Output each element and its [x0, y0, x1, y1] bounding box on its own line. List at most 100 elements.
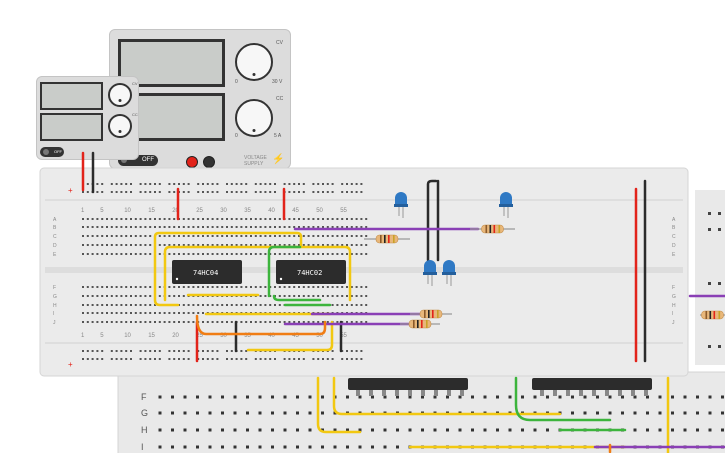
row-label: C — [672, 234, 676, 240]
board2-row-f: F — [141, 392, 147, 402]
voltage-knob-min: 0 — [235, 79, 238, 85]
chip-lower-left[interactable] — [348, 378, 468, 396]
current-knob-label: CC — [276, 96, 284, 102]
column-label-top: 45 — [292, 208, 299, 214]
led-blue-2[interactable] — [499, 192, 513, 218]
row-label: A — [53, 217, 57, 223]
row-label: A — [672, 217, 676, 223]
row-label: H — [53, 303, 57, 309]
current-display — [40, 113, 103, 141]
row-label: E — [53, 252, 57, 258]
current-knob-label: CC — [132, 112, 138, 117]
column-label-bottom: 40 — [268, 333, 275, 339]
right-breadboard — [695, 190, 725, 365]
voltage-knob-label: CV — [132, 81, 138, 86]
led-blue-3[interactable] — [423, 260, 437, 286]
row-label: B — [672, 225, 676, 231]
chip-74hc04[interactable]: 74HC04 — [172, 260, 242, 284]
resistor-5[interactable] — [701, 310, 724, 320]
column-label-bottom: 55 — [340, 333, 347, 339]
column-label-top: 25 — [196, 208, 203, 214]
leds[interactable] — [394, 192, 513, 286]
wire-yellow-b2-2[interactable] — [332, 376, 562, 416]
column-label-bottom: 1 — [81, 333, 85, 339]
wire-yellow-b2-1[interactable] — [316, 376, 362, 434]
column-label-top: 55 — [340, 208, 347, 214]
rail-plus-label-bottom: + — [68, 360, 73, 369]
power-switch[interactable]: OFF — [40, 147, 64, 157]
board2-row-h: H — [141, 425, 148, 435]
column-label-bottom: 50 — [316, 333, 323, 339]
resistor-3[interactable] — [408, 319, 432, 329]
row-label: G — [672, 294, 676, 300]
chip-74hc02[interactable]: 74HC02 — [276, 260, 346, 284]
row-label: I — [672, 311, 673, 317]
current-knob[interactable] — [235, 99, 273, 137]
column-label-bottom: 45 — [292, 333, 299, 339]
column-label-bottom: 30 — [220, 333, 227, 339]
column-label-top: 50 — [316, 208, 323, 214]
column-label-bottom: 10 — [124, 333, 131, 339]
rail-plus-label: + — [68, 186, 73, 195]
chip-lower-right[interactable] — [532, 378, 652, 396]
board2-row-i: I — [141, 442, 144, 452]
row-label: D — [672, 243, 676, 249]
column-label-bottom: 20 — [172, 333, 179, 339]
wire-yellow-outer[interactable] — [153, 231, 303, 307]
voltage-knob[interactable] — [235, 43, 273, 81]
voltage-knob-max: 30 V — [272, 79, 283, 85]
board2-row-g: G — [141, 408, 148, 418]
led-blue-4[interactable] — [442, 260, 456, 286]
power-supply-back[interactable]: CV CC OFF — [36, 76, 139, 160]
column-label-top: 15 — [148, 208, 155, 214]
power-switch[interactable]: OFF — [118, 155, 158, 166]
column-label-top: 1 — [81, 208, 85, 214]
row-label: D — [53, 243, 57, 249]
voltage-knob-label: CV — [276, 40, 283, 46]
column-label-top: 20 — [172, 208, 179, 214]
row-label: B — [53, 225, 57, 231]
column-label-top: 30 — [220, 208, 227, 214]
current-knob[interactable] — [108, 114, 132, 138]
resistors[interactable] — [364, 224, 725, 329]
column-label-bottom: 35 — [244, 333, 251, 339]
column-label-top: 5 — [100, 208, 104, 214]
row-label: I — [53, 311, 54, 317]
current-knob-min: 0 — [235, 133, 238, 139]
voltage-display — [40, 82, 103, 110]
lightning-icon: ⚡ — [272, 154, 285, 165]
row-label: J — [672, 320, 675, 326]
wire-orange[interactable] — [195, 314, 327, 336]
voltage-knob[interactable] — [108, 83, 132, 107]
right-breadboard-holes — [708, 212, 721, 348]
row-label: E — [672, 252, 676, 258]
column-label-bottom: 5 — [100, 333, 104, 339]
wire-yellow-low-2[interactable] — [246, 320, 334, 352]
current-knob-max: 5 A — [274, 133, 282, 139]
chip-74hc02-label: 74HC02 — [297, 269, 322, 277]
row-label: G — [53, 294, 57, 300]
resistor-4[interactable] — [419, 309, 443, 319]
resistor-1[interactable] — [375, 234, 399, 244]
column-label-bottom: 25 — [196, 333, 203, 339]
column-label-top: 40 — [268, 208, 275, 214]
wire-green-b2[interactable] — [514, 376, 612, 422]
wire-yellow-inner[interactable] — [163, 245, 352, 302]
brand-label: VOLTAGE SUPPLY — [244, 155, 267, 167]
row-label: F — [53, 285, 56, 291]
chip-74hc04-label: 74HC04 — [193, 269, 218, 277]
column-label-bottom: 15 — [148, 333, 155, 339]
wire-green-outer[interactable] — [267, 245, 302, 298]
resistor-2[interactable] — [481, 224, 504, 234]
wire-black-led-1[interactable] — [426, 179, 438, 262]
row-label: J — [53, 320, 56, 326]
column-label-top: 10 — [124, 208, 131, 214]
led-blue-1[interactable] — [394, 192, 408, 218]
row-label: F — [672, 285, 675, 291]
column-label-top: 35 — [244, 208, 251, 214]
row-label: C — [53, 234, 57, 240]
wire-green-short[interactable] — [272, 294, 322, 302]
